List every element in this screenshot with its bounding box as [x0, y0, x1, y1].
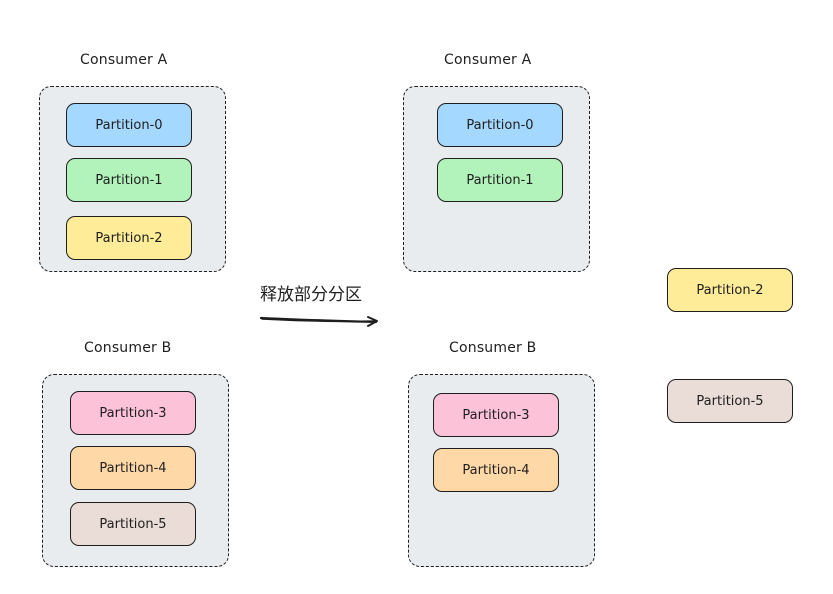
- before-consumer-a-title: Consumer A: [80, 52, 168, 68]
- partition-box: Partition-4: [433, 448, 559, 492]
- partition-box: Partition-3: [70, 391, 196, 435]
- partition-box: Partition-1: [437, 158, 563, 202]
- partition-box: Partition-4: [70, 446, 196, 490]
- after-consumer-a-title: Consumer A: [444, 52, 532, 68]
- partition-box: Partition-1: [66, 158, 192, 202]
- partition-box: Partition-0: [437, 103, 563, 147]
- released-partition-box: Partition-5: [667, 379, 793, 423]
- released-partition-box: Partition-2: [667, 268, 793, 312]
- partition-box: Partition-0: [66, 103, 192, 147]
- partition-box: Partition-5: [70, 502, 196, 546]
- after-consumer-b-title: Consumer B: [449, 340, 537, 356]
- partition-box: Partition-2: [66, 216, 192, 260]
- release-partitions-label: 释放部分分区: [260, 285, 362, 305]
- partition-box: Partition-3: [433, 393, 559, 437]
- before-consumer-b-title: Consumer B: [84, 340, 172, 356]
